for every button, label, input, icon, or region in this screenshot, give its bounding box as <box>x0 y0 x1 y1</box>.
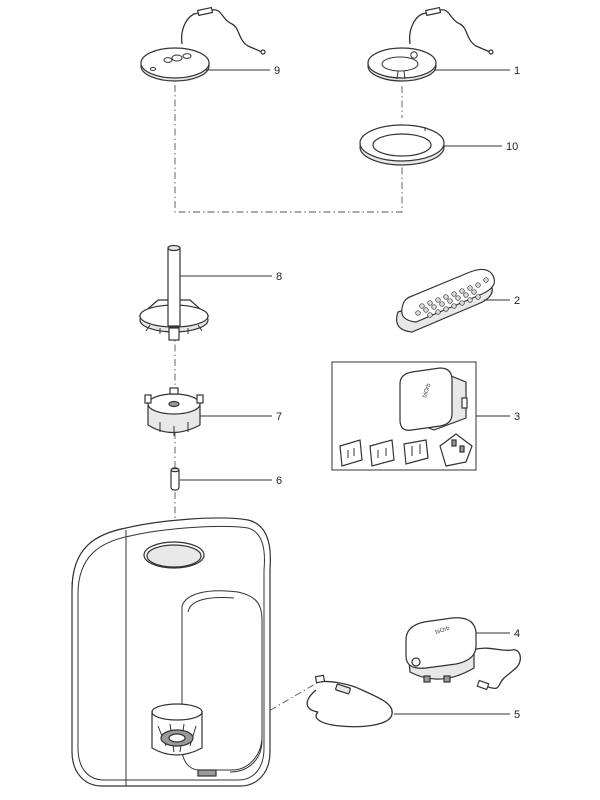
plug-adapters <box>339 433 473 467</box>
callout-3: 3 <box>514 411 520 423</box>
callout-7: 7 <box>276 411 282 423</box>
remote-button-grid <box>415 277 489 318</box>
part-10-adaptor-ring <box>359 124 445 166</box>
part-3-power-supply-set: biOrb <box>331 361 477 471</box>
part-8-air-tube <box>138 244 210 341</box>
part-1-led-light-ring <box>367 6 494 82</box>
part-9-led-light-disc <box>140 6 266 82</box>
callout-labels: 9 1 10 8 2 3 7 6 4 5 <box>274 65 520 721</box>
callout-2: 2 <box>514 295 520 307</box>
air-pump-brand-label: biOrb <box>435 625 451 635</box>
part-4-air-pump: biOrb <box>405 617 522 691</box>
callout-8: 8 <box>276 271 282 283</box>
callout-5: 5 <box>514 709 520 721</box>
power-supply-unit: biOrb <box>399 367 468 431</box>
power-supply-brand-label: biOrb <box>422 382 432 398</box>
callout-1: 1 <box>514 65 520 77</box>
callout-leaders <box>180 69 510 715</box>
part-7-base-connector <box>144 387 204 436</box>
callout-4: 4 <box>514 628 520 640</box>
callout-6: 6 <box>276 475 282 487</box>
callout-10: 10 <box>506 141 518 153</box>
callout-9: 9 <box>274 65 280 77</box>
aquarium-tank <box>71 517 271 787</box>
part-6-pin <box>170 467 180 491</box>
tank-filter-basket <box>151 703 203 756</box>
part-2-remote-control <box>396 268 495 333</box>
part-5-air-line <box>306 674 393 728</box>
